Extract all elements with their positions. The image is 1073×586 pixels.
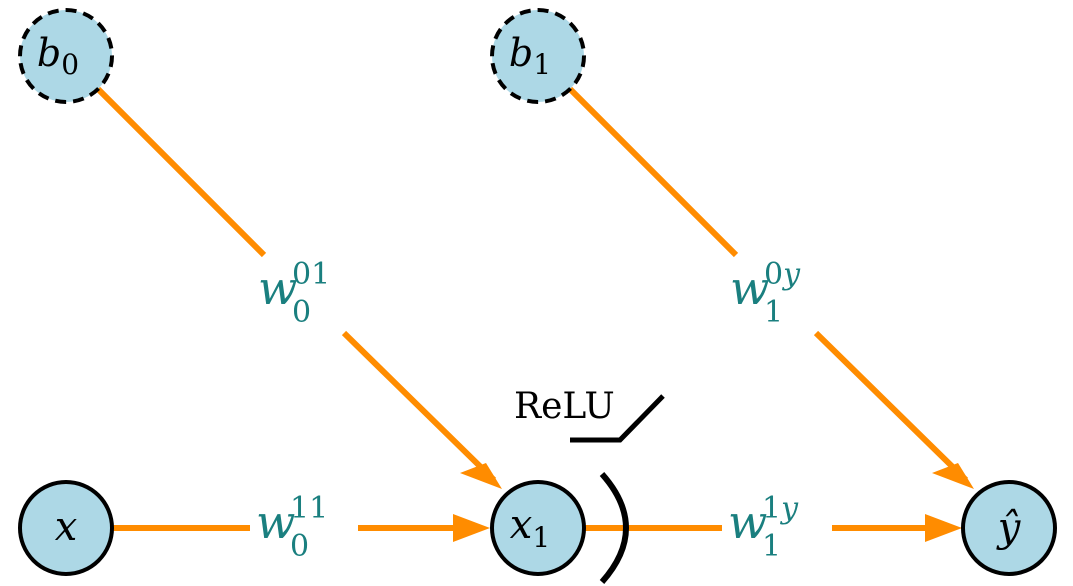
svg-text:0y: 0y <box>764 257 801 292</box>
weight-w-b1-yhat-sup-var: y <box>781 257 801 292</box>
arrowhead-b0-x1 <box>460 463 502 489</box>
arrowhead-b1-yhat <box>932 463 974 489</box>
weight-w-b0-x1: w 01 0 <box>258 257 330 330</box>
node-b1-sub: 1 <box>533 48 551 81</box>
node-x1: x1 <box>490 480 586 576</box>
weight-w-b1-yhat-sup-digit: 0 <box>764 257 783 292</box>
weight-w-x1-yhat-sub: 1 <box>762 529 781 564</box>
arrowhead-x-x1 <box>453 514 490 542</box>
relu-label: ReLU <box>514 386 615 427</box>
weight-w-x-x1-sup: 11 <box>290 491 328 526</box>
weight-w-x1-yhat: w 1y 1 <box>728 491 799 564</box>
relu-icon <box>570 394 665 443</box>
svg-text:b1: b1 <box>509 31 551 81</box>
weight-w-b0-x1-sub: 0 <box>292 295 311 330</box>
arrowheads <box>453 463 974 542</box>
svg-text:b0: b0 <box>37 31 79 81</box>
activation-bracket <box>599 472 629 584</box>
arrowhead-x1-yhat <box>925 514 962 542</box>
node-x-label: x <box>55 504 78 550</box>
node-b1-circle <box>490 8 586 104</box>
relu-activation: ReLU <box>514 386 665 584</box>
node-yhat: ŷ <box>961 480 1057 576</box>
node-b0: b0 <box>18 8 114 104</box>
node-yhat-label: ŷ <box>996 505 1022 551</box>
node-x: x <box>18 480 114 576</box>
node-b0-circle <box>18 8 114 104</box>
node-x1-sub: 1 <box>532 521 550 554</box>
node-b1-base: b <box>509 31 533 75</box>
weight-w-b1-yhat-base: w <box>730 261 769 315</box>
svg-text:x1: x1 <box>510 502 550 554</box>
node-x1-circle <box>490 480 586 576</box>
weight-w-x1-yhat-sup-digit: 1 <box>762 491 781 526</box>
svg-text:1y: 1y <box>762 491 799 526</box>
edge-b0-x1-lower <box>341 330 497 483</box>
weight-w-x-x1-sub: 0 <box>290 529 309 564</box>
node-b1: b1 <box>490 8 586 104</box>
node-x1-base: x <box>510 502 533 548</box>
weight-w-x1-yhat-base: w <box>728 495 767 549</box>
weight-w-b0-x1-base: w <box>258 261 297 315</box>
edges <box>95 86 969 531</box>
weight-w-b1-yhat: w 0y 1 <box>730 257 801 330</box>
weight-w-b0-x1-sup: 01 <box>292 257 330 292</box>
node-x-circle <box>18 480 114 576</box>
node-b0-base: b <box>37 31 61 75</box>
weight-w-b1-yhat-sub: 1 <box>764 295 783 330</box>
node-b0-sub: 0 <box>61 48 79 81</box>
node-yhat-circle <box>961 480 1057 576</box>
edge-b1-yhat-lower <box>813 330 969 483</box>
edge-b0-x1-upper <box>95 86 267 258</box>
weight-w-x1-yhat-sup-var: y <box>779 491 799 526</box>
weight-w-x-x1-base: w <box>256 495 295 549</box>
weight-w-x-x1: w 11 0 <box>256 491 328 564</box>
edge-b1-yhat-upper <box>567 86 739 258</box>
